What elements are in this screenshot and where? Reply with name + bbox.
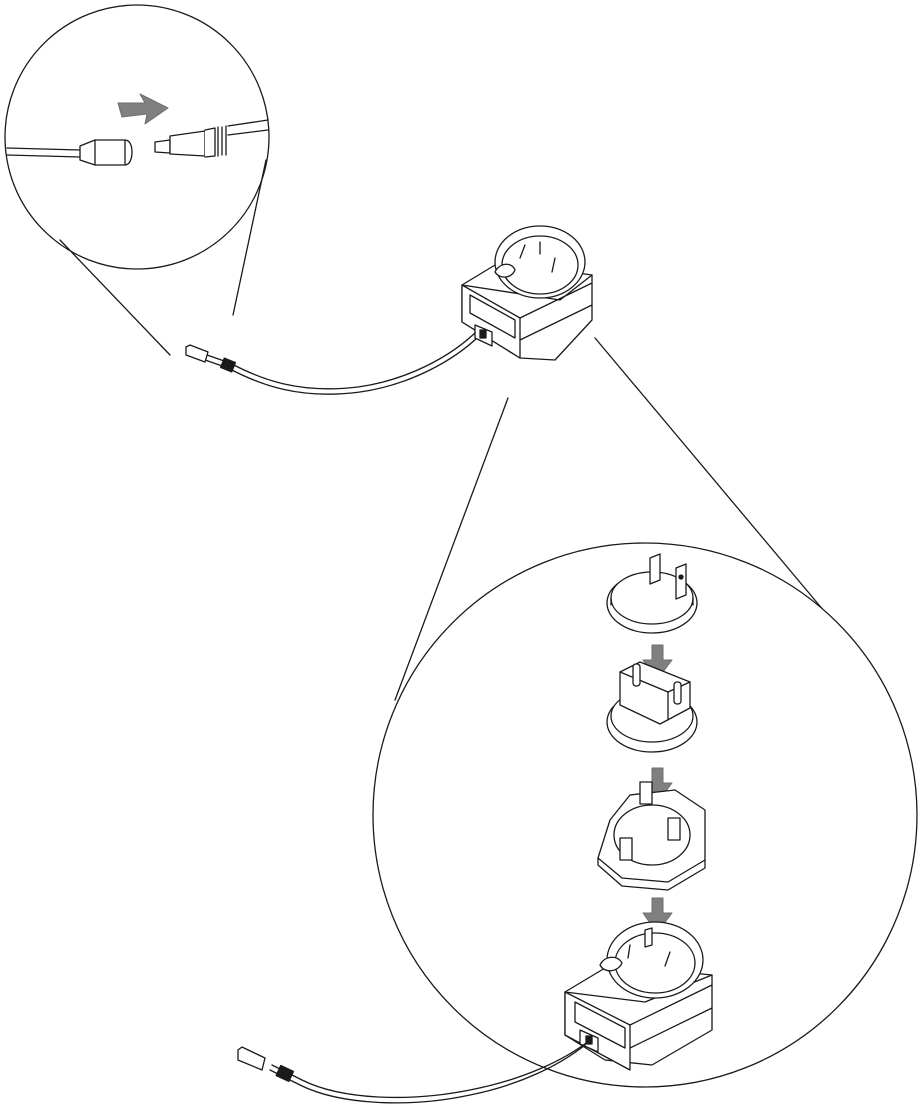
- down-arrow-icon: [642, 644, 673, 681]
- magnifier-circle-top: [4, 4, 270, 270]
- dc-plug-tip: [185, 344, 209, 363]
- male-dc-connector: [154, 119, 269, 158]
- eu-round-pin-plug: [606, 661, 698, 753]
- plug-adapter-detail: [237, 337, 918, 1104]
- leader-line: [394, 397, 509, 701]
- adapter-cable: [269, 1044, 586, 1104]
- dc-plug-tip: [237, 1046, 266, 1071]
- power-adapter-assembled: [185, 225, 593, 395]
- us-flat-pin-plug: [606, 553, 698, 634]
- power-adapter-base: [564, 921, 713, 1071]
- adapter-cable: [185, 334, 481, 395]
- leader-line: [232, 159, 267, 316]
- push-arrow-icon: [117, 93, 169, 125]
- leader-line: [59, 239, 171, 356]
- female-dc-connector: [6, 139, 133, 166]
- uk-three-pin-plug: [597, 781, 706, 891]
- leader-line: [594, 337, 841, 631]
- dc-connector-detail: [4, 4, 270, 356]
